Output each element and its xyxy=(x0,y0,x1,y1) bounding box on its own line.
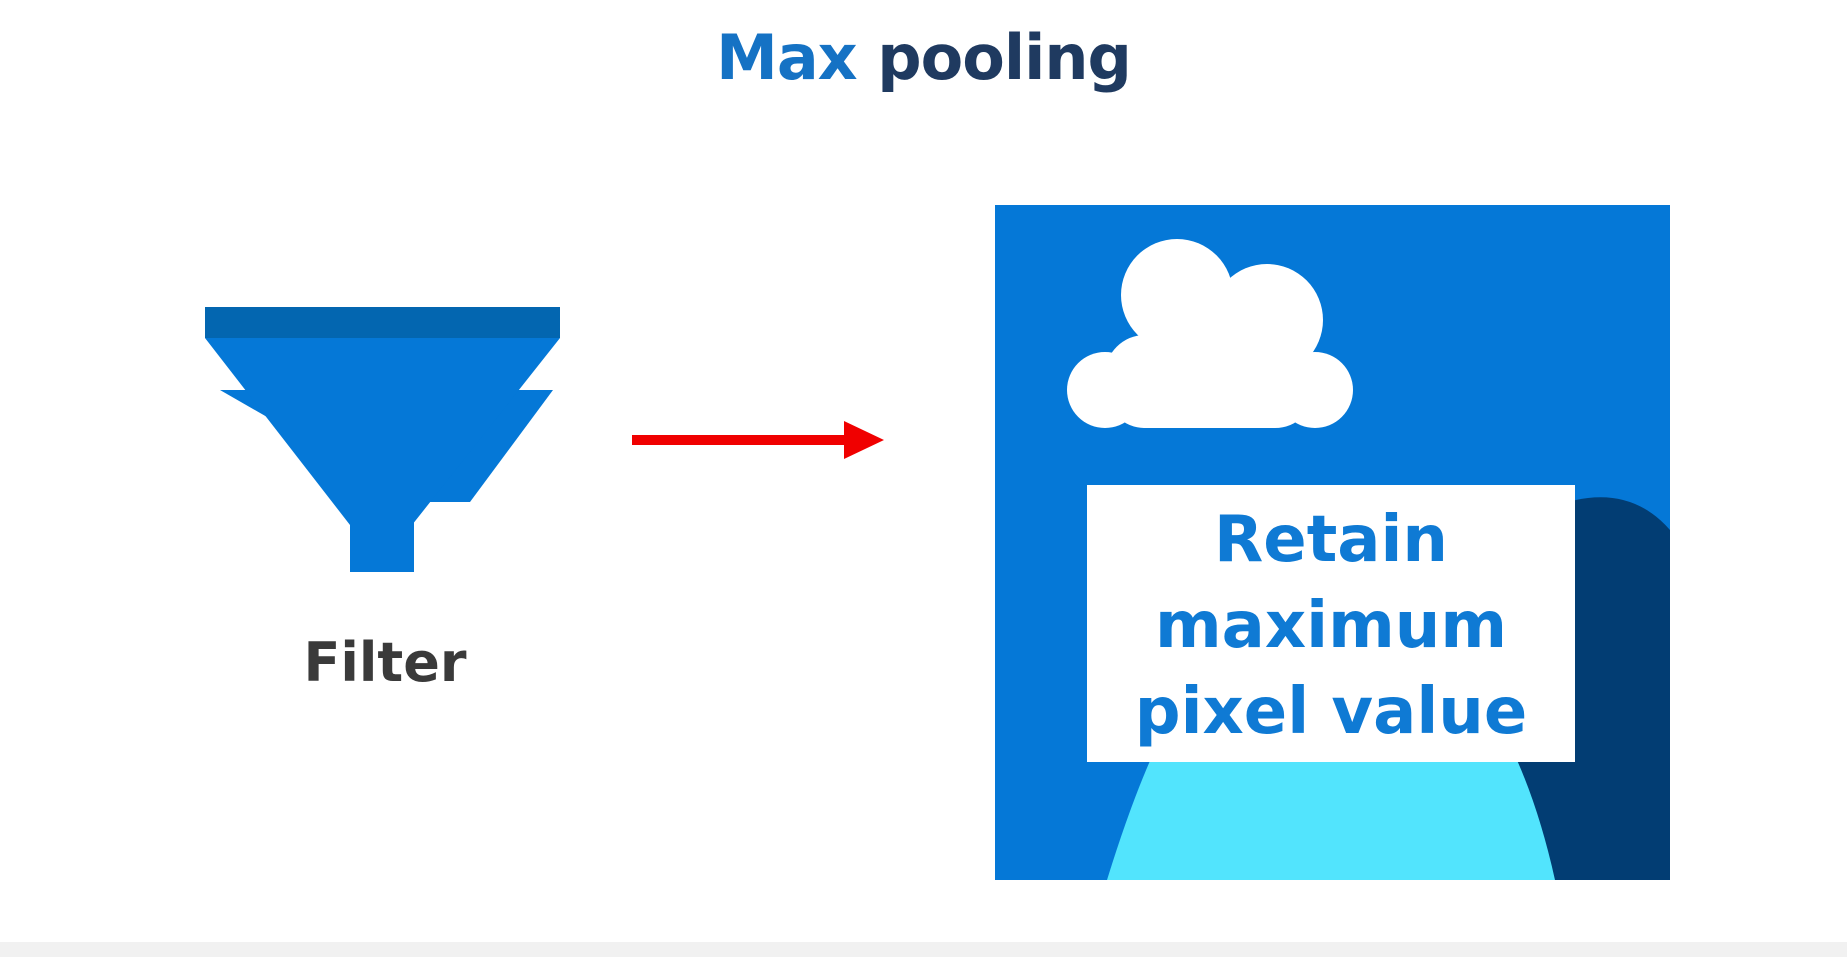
title-word-max: Max xyxy=(716,21,858,94)
slide-title: Max pooling xyxy=(0,18,1847,98)
image-panel: Retain maximum pixel value xyxy=(995,205,1670,880)
funnel-cone xyxy=(205,338,560,525)
filter-label: Filter xyxy=(303,631,467,694)
arrow-right-icon xyxy=(632,421,884,459)
bottom-strip xyxy=(0,942,1847,957)
funnel-icon xyxy=(205,307,560,572)
caption-line-1: Retain xyxy=(1214,503,1448,577)
caption-box: Retain maximum pixel value xyxy=(1087,485,1575,762)
caption-line-3: pixel value xyxy=(1134,675,1528,749)
funnel-spout xyxy=(350,520,414,572)
funnel-rim xyxy=(205,307,560,338)
title-word-pooling: pooling xyxy=(877,21,1132,94)
cloud-icon xyxy=(1067,239,1353,428)
caption-line-2: maximum xyxy=(1154,589,1508,663)
